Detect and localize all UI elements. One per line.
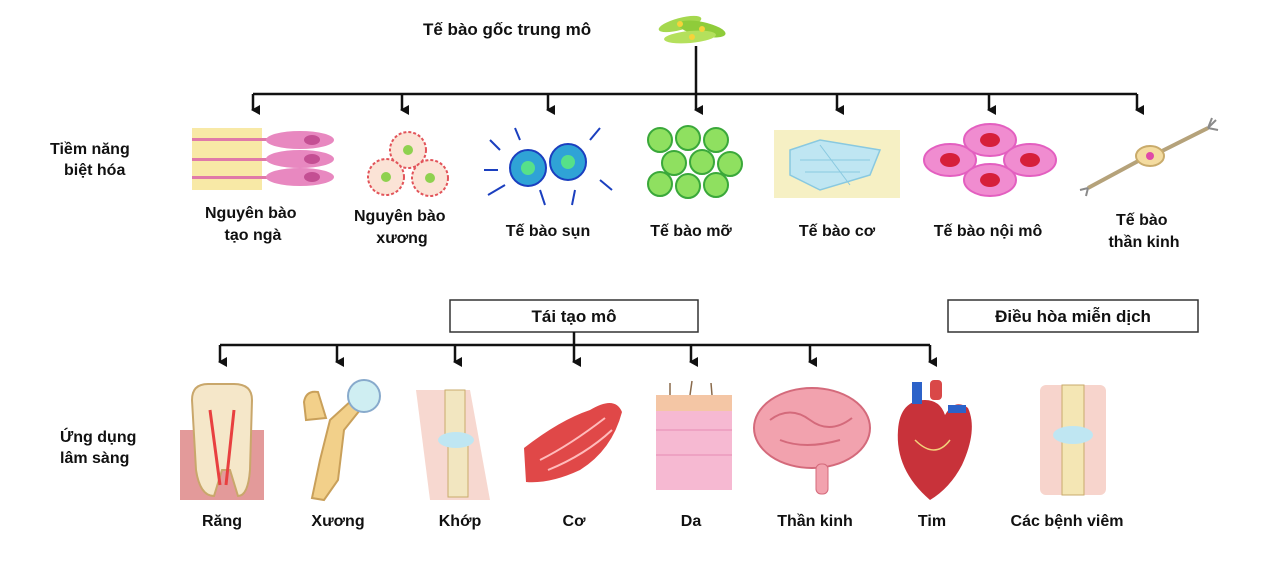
- app-label-heart: Tim: [918, 513, 946, 530]
- endothelial-cells-icon: [923, 123, 1057, 197]
- tooth-icon: [180, 383, 264, 500]
- app-label-tooth: Răng: [202, 513, 242, 530]
- app-label-inflammatory: Các bệnh viêm: [1011, 513, 1124, 530]
- osteoblast-cells-icon: [367, 131, 449, 197]
- cell-label-chondrocyte: Tế bào sụn: [506, 223, 590, 240]
- cell-label-osteoblast: Nguyên bào xương: [354, 208, 450, 247]
- app-label-muscle: Cơ: [563, 513, 587, 530]
- brain-icon: [753, 387, 871, 495]
- neuron-icon: [1079, 117, 1219, 197]
- inflamed-joint-icon: [1040, 384, 1106, 496]
- knee-joint-icon: [416, 389, 490, 500]
- svg-text:Điều hòa miễn dịch: Điều hòa miễn dịch: [995, 307, 1151, 326]
- chondrocyte-cells-icon: [484, 127, 613, 206]
- cell-label-adipocyte: Tế bào mỡ: [650, 223, 732, 240]
- cell-label-endothelial: Tế bào nội mô: [934, 223, 1043, 240]
- app-label-bone: Xương: [311, 513, 364, 530]
- mesenchymal-stem-cell-icon: [658, 15, 726, 44]
- differentiation-connectors: [251, 46, 1144, 115]
- adipocyte-cells-icon: [647, 125, 743, 199]
- application-connectors: [218, 332, 937, 367]
- fibroblast-cells-icon: [192, 128, 334, 190]
- app-label-skin: Da: [681, 513, 702, 530]
- immune-modulation-box: Điều hòa miễn dịch: [947, 299, 1199, 333]
- cell-label-fibroblast: Nguyên bào tạo ngà: [205, 205, 301, 244]
- diagram-title: Tế bào gốc trung mô: [423, 20, 591, 39]
- svg-text:Tái tạo mô: Tái tạo mô: [531, 307, 616, 326]
- app-label-nerve: Thần kinh: [777, 513, 853, 530]
- skin-icon: [656, 380, 732, 490]
- muscle-icon: [524, 402, 622, 483]
- app-label-joint: Khớp: [439, 513, 482, 530]
- cell-label-muscle: Tế bào cơ: [799, 223, 876, 240]
- differentiation-row-label: Tiềm năng biệt hóa: [50, 141, 134, 179]
- bone-icon: [302, 379, 381, 502]
- tissue-regeneration-box: Tái tạo mô: [449, 299, 699, 333]
- cell-label-neuron: Tế bào thần kinh: [1108, 212, 1179, 251]
- heart-icon: [897, 380, 972, 500]
- clinical-row-label: Ứng dụng lâm sàng: [60, 427, 141, 467]
- muscle-cells-icon: [774, 130, 900, 198]
